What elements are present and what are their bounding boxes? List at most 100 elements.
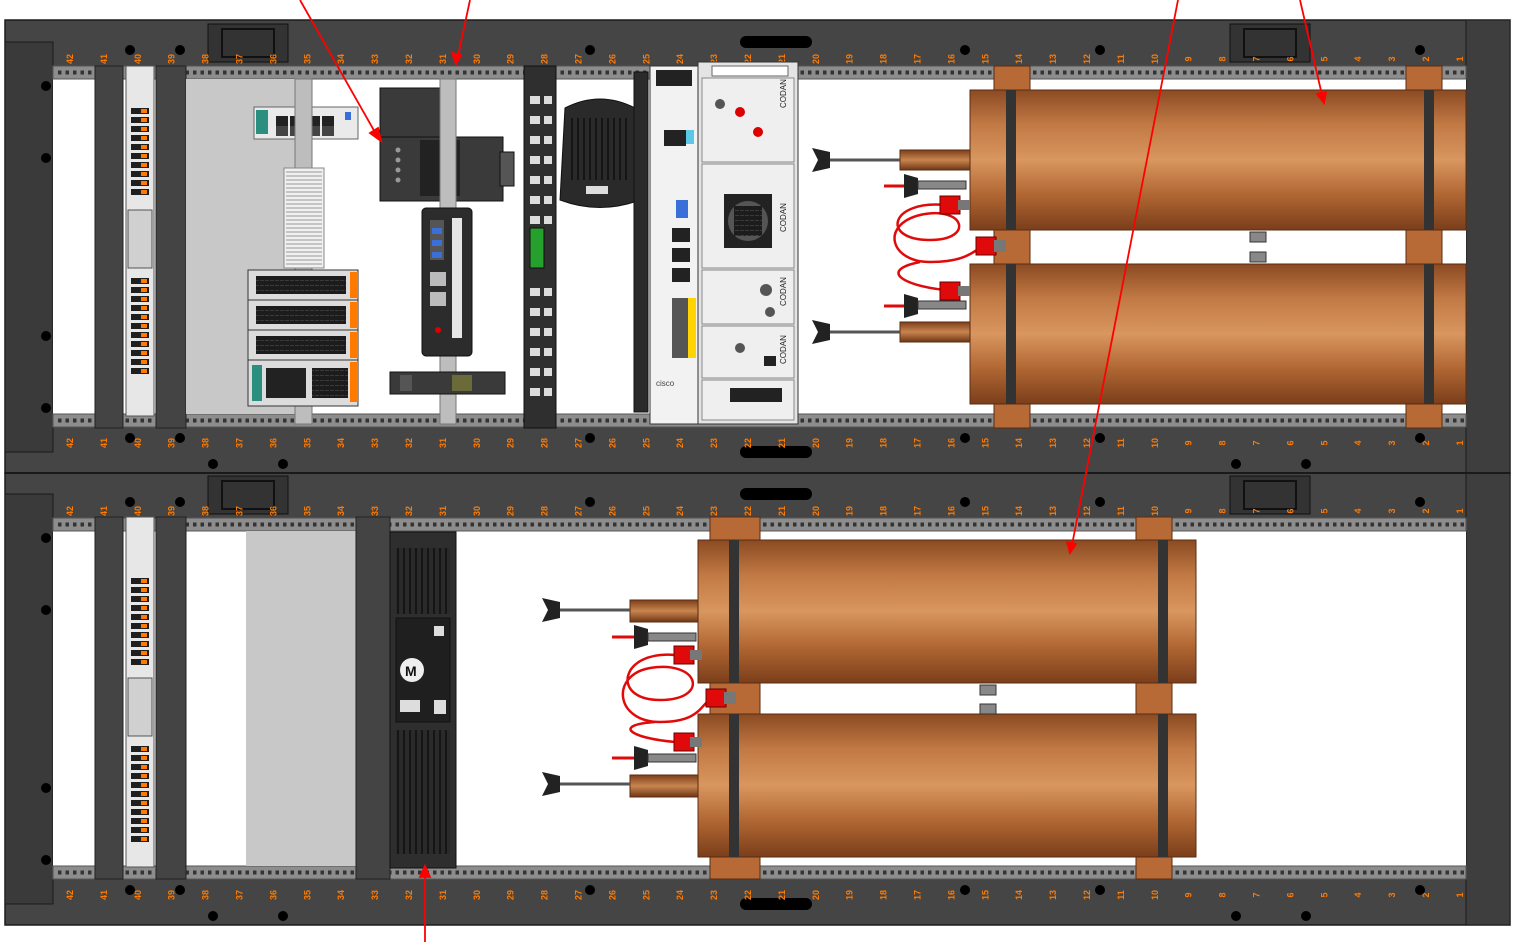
rail-slot	[875, 870, 879, 875]
rail-number-35: 35	[302, 54, 312, 64]
rail-slot	[860, 870, 864, 875]
rail-slot	[1310, 870, 1314, 875]
rail-slot	[223, 522, 227, 527]
rail-number-40: 40	[133, 438, 143, 448]
mount-hole	[1231, 459, 1241, 469]
rail-slot	[418, 870, 422, 875]
rail-slot	[208, 70, 212, 75]
rail-slot	[1010, 870, 1014, 875]
rail-slot	[373, 70, 377, 75]
rail-slot	[1108, 522, 1112, 527]
rail-slot	[493, 418, 497, 423]
fuse-indicator	[141, 606, 147, 610]
rail-slot	[268, 522, 272, 527]
rail-slot	[343, 418, 347, 423]
rail-slot	[838, 70, 842, 75]
rail-slot	[1153, 418, 1157, 423]
rail-slot	[1295, 70, 1299, 75]
rail-number-34: 34	[336, 506, 346, 516]
rail-number-38: 38	[201, 438, 211, 448]
rail-slot	[830, 870, 834, 875]
rail-number-7: 7	[1252, 440, 1262, 445]
rail-number-17: 17	[913, 890, 923, 900]
rail-slot	[290, 70, 294, 75]
rail-slot	[328, 418, 332, 423]
rail-slot	[215, 418, 219, 423]
rail-slot	[673, 522, 677, 527]
rail-slot	[1078, 418, 1082, 423]
rail-slot	[298, 522, 302, 527]
rail-slot	[1310, 418, 1314, 423]
rail-slot	[538, 870, 542, 875]
rail-slot	[80, 522, 84, 527]
rail-number-9: 9	[1184, 508, 1194, 513]
rail-number-4: 4	[1353, 892, 1363, 897]
rail-slot	[845, 70, 849, 75]
rail-slot	[1363, 418, 1367, 423]
rail-slot	[1003, 870, 1007, 875]
rail-number-34: 34	[336, 438, 346, 448]
rail-slot	[853, 70, 857, 75]
rail-slot	[770, 870, 774, 875]
rail-slot	[1183, 870, 1187, 875]
rail-number-36: 36	[268, 438, 278, 448]
rail-slot	[463, 870, 467, 875]
rail-slot	[283, 522, 287, 527]
rail-slot	[620, 870, 624, 875]
rail-slot	[448, 70, 452, 75]
rail-slot	[1393, 70, 1397, 75]
rail-slot	[65, 70, 69, 75]
rail-slot	[1168, 70, 1172, 75]
fuse	[131, 305, 149, 311]
rail-slot	[1235, 870, 1239, 875]
rail-slot	[1333, 522, 1337, 527]
rail-slot	[343, 522, 347, 527]
rail-number-25: 25	[641, 890, 651, 900]
mount-hole	[960, 45, 970, 55]
rail-slot	[583, 870, 587, 875]
rail-slot	[433, 870, 437, 875]
rail-slot	[305, 522, 309, 527]
rail-slot	[485, 870, 489, 875]
pdu-outlet	[530, 176, 540, 184]
rail-slot	[515, 870, 519, 875]
rail-slot	[1250, 70, 1254, 75]
rail-slot	[628, 522, 632, 527]
rail-slot	[1040, 418, 1044, 423]
rail-slot	[605, 418, 609, 423]
mount-hole	[41, 331, 51, 341]
rail-slot	[223, 418, 227, 423]
rail-number-30: 30	[472, 54, 482, 64]
rail-number-2: 2	[1421, 892, 1431, 897]
rail-slot	[965, 870, 969, 875]
fuse-indicator	[141, 154, 147, 158]
rail-slot	[545, 522, 549, 527]
rail-slot	[1205, 418, 1209, 423]
rail-slot	[455, 70, 459, 75]
rail-slot	[395, 418, 399, 423]
rail-slot	[1348, 522, 1352, 527]
rail-number-37: 37	[235, 54, 245, 64]
rail-slot	[478, 870, 482, 875]
rail-number-7: 7	[1252, 892, 1262, 897]
rail-number-10: 10	[1150, 890, 1160, 900]
fuse	[131, 171, 149, 177]
rail-slot	[1033, 70, 1037, 75]
rail-slot	[343, 70, 347, 75]
rail-slot	[253, 418, 257, 423]
mount-hole	[208, 911, 218, 921]
lower-bay: M	[94, 516, 1197, 880]
rail-slot	[800, 870, 804, 875]
rail-number-8: 8	[1218, 56, 1228, 61]
rail-slot	[800, 418, 804, 423]
mount-hole	[278, 911, 288, 921]
rail-number-26: 26	[607, 438, 617, 448]
rail-number-42: 42	[65, 54, 75, 64]
rail-slot	[1123, 870, 1127, 875]
rail-slot	[1100, 870, 1104, 875]
rail-number-19: 19	[845, 54, 855, 64]
rail-slot	[403, 522, 407, 527]
mount-hole	[1231, 911, 1241, 921]
rail-slot	[275, 418, 279, 423]
rail-slot	[343, 870, 347, 875]
